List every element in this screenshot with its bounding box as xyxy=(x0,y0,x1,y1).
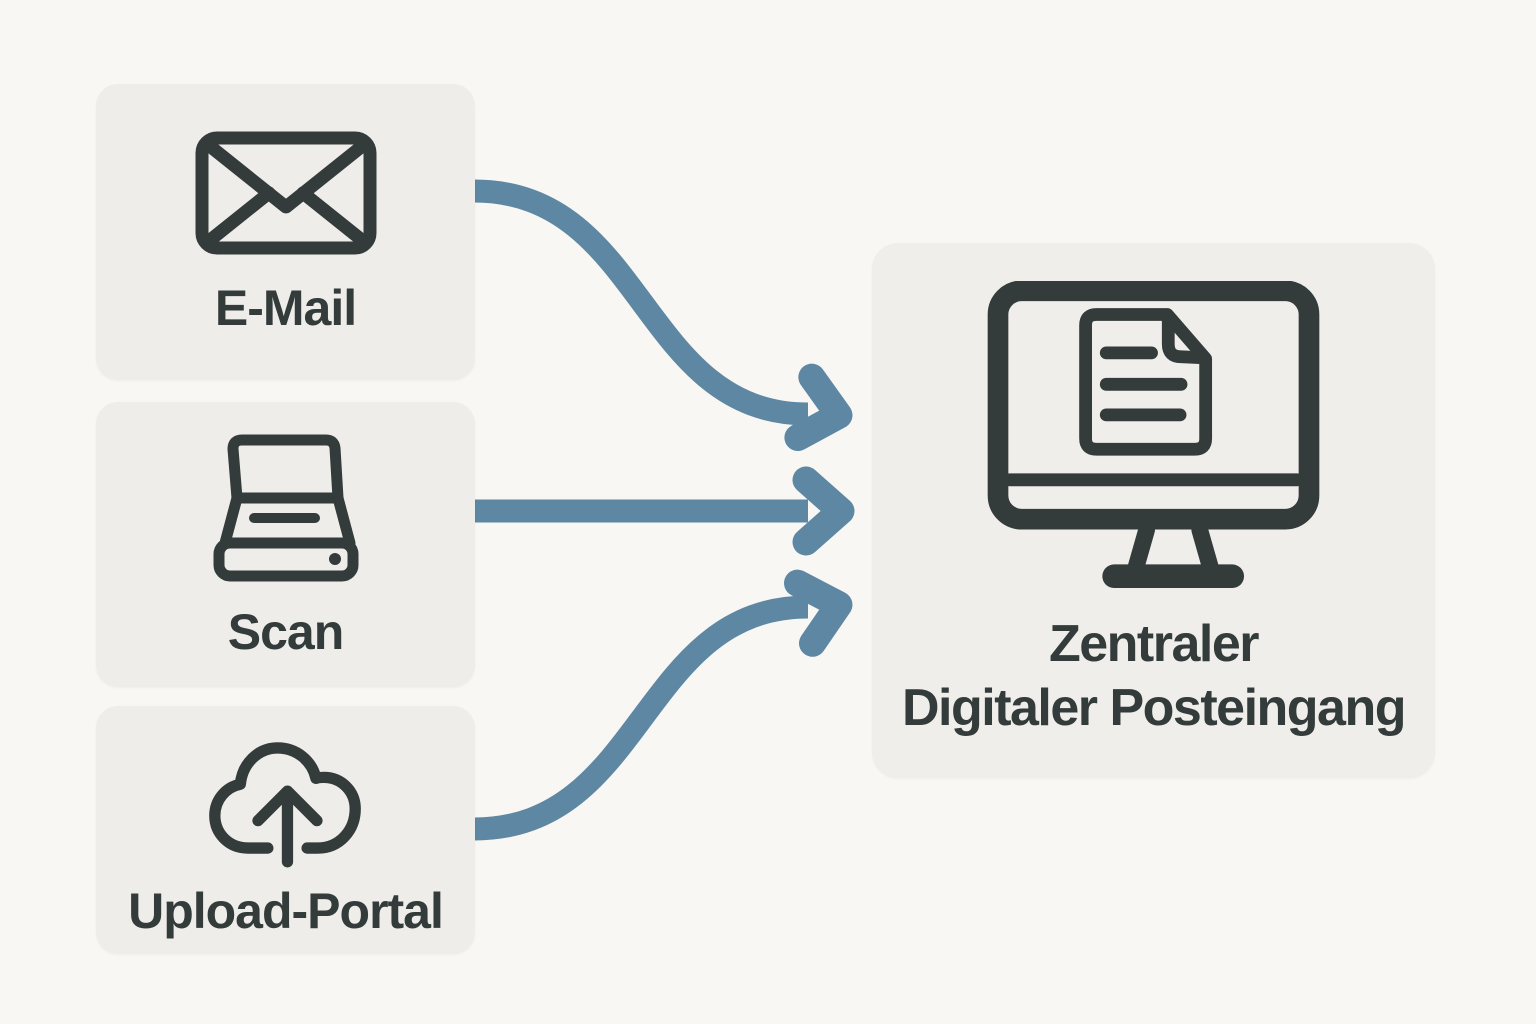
source-label-email: E-Mail xyxy=(214,280,357,336)
cloud-upload-icon xyxy=(208,741,361,867)
target-title: Zentraler Digitaler Posteingang xyxy=(901,613,1407,740)
arrowhead-scan-icon xyxy=(792,466,855,556)
source-label-scan: Scan xyxy=(227,603,345,660)
monitor-document-icon xyxy=(987,281,1320,589)
target-title-line1: Zentraler xyxy=(1048,615,1260,674)
arrowhead-email-icon xyxy=(784,363,853,452)
arrow-upload-to-inbox xyxy=(473,595,809,841)
envelope-icon xyxy=(195,131,376,255)
target-title-line2: Digitaler Posteingang xyxy=(901,678,1407,737)
arrowhead-upload-icon xyxy=(784,569,853,657)
source-card-scan: Scan xyxy=(96,402,475,687)
scanner-icon xyxy=(213,434,358,581)
target-card-inbox: Zentraler Digitaler Posteingang xyxy=(872,243,1435,778)
source-card-upload-portal: Upload-Portal xyxy=(96,706,475,954)
source-label-upload-portal: Upload-Portal xyxy=(128,882,444,939)
arrow-email-to-inbox xyxy=(473,179,809,426)
source-card-email: E-Mail xyxy=(96,84,475,380)
